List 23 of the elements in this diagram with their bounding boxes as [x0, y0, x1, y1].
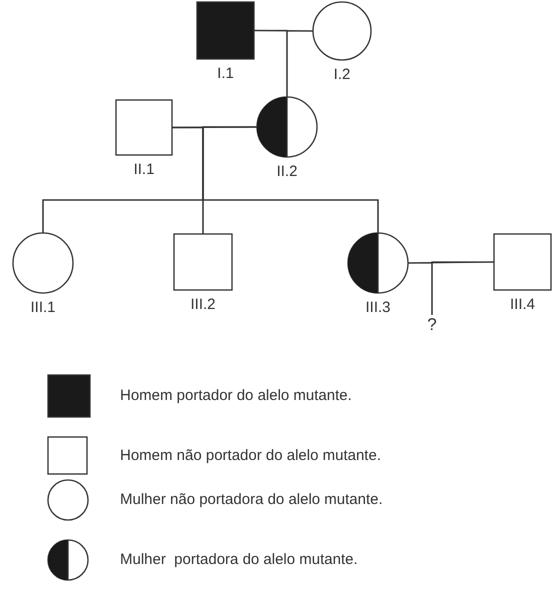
- individual-label: III.2: [189, 296, 216, 313]
- male-square: [174, 234, 232, 290]
- legend-text: Mulher não portadora do alelo mutante.: [120, 491, 383, 508]
- descent-line: [286, 30, 313, 98]
- filled-male-square: [197, 2, 254, 59]
- half-filled-female-circle: [348, 233, 408, 293]
- legend-text: Homem portador do alelo mutante.: [120, 387, 352, 404]
- female-circle: [313, 2, 371, 60]
- individual-label: III.1: [29, 299, 56, 316]
- male-square: [116, 100, 172, 155]
- female-circle: [13, 233, 73, 293]
- legend-text: Homem não portador do alelo mutante.: [120, 446, 381, 464]
- individual-label: III.3: [364, 299, 392, 316]
- unknown-offspring-label: ?: [422, 315, 442, 335]
- individual-label: III.4: [508, 296, 536, 313]
- individual-label: I.1: [216, 65, 235, 82]
- half-filled-female-circle: [257, 97, 317, 157]
- male-square: [494, 234, 551, 290]
- legend-text: Mulher portadora do alelo mutante.: [120, 551, 358, 568]
- individual-label: I.2: [332, 66, 352, 83]
- descent-line: [431, 261, 494, 316]
- individual-label: II.1: [132, 161, 156, 178]
- individual-label: II.2: [276, 163, 298, 180]
